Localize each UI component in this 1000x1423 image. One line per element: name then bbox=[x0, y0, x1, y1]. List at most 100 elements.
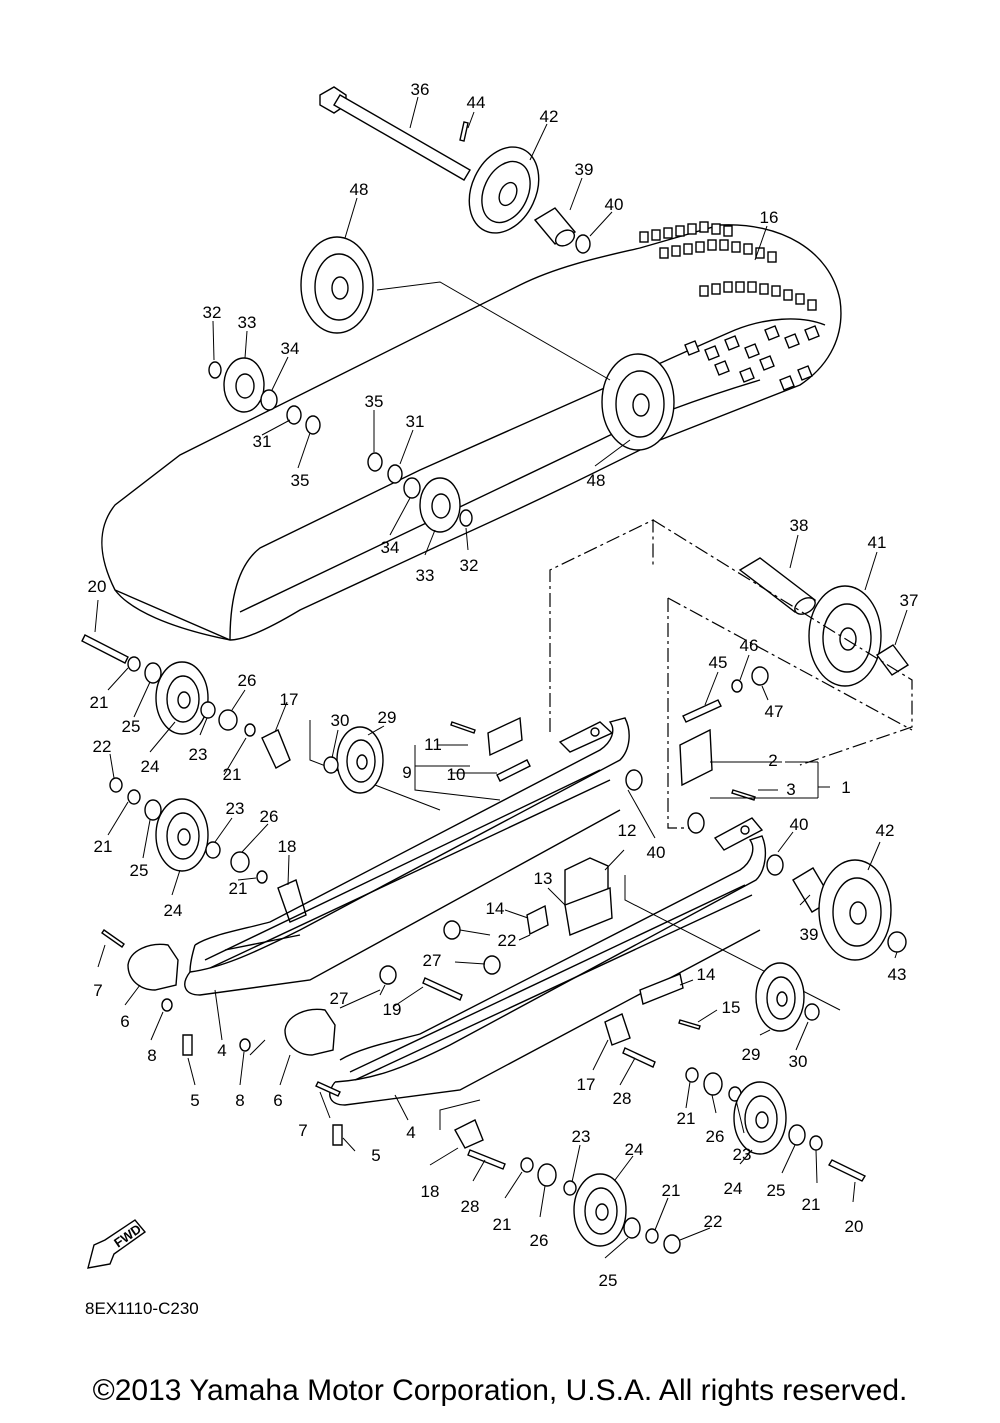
nut-47 bbox=[751, 666, 769, 686]
bracket-10 bbox=[496, 759, 531, 782]
rail-end-plate-right bbox=[713, 817, 764, 851]
bolt-19 bbox=[422, 977, 463, 1001]
washer-40-mid bbox=[687, 812, 705, 834]
callout: 22 bbox=[498, 931, 517, 950]
slide-rail-right bbox=[329, 835, 767, 1106]
callout: 40 bbox=[790, 815, 809, 834]
callout: 27 bbox=[423, 951, 442, 970]
bracket-2 bbox=[679, 728, 713, 787]
bolt-20-right bbox=[828, 1159, 866, 1182]
wheel-29-left bbox=[323, 726, 384, 794]
callout: 28 bbox=[613, 1089, 632, 1108]
callout: 18 bbox=[278, 837, 297, 856]
callout: 14 bbox=[486, 899, 505, 918]
callout: 47 bbox=[765, 702, 784, 721]
callout: 31 bbox=[253, 432, 272, 451]
nut-27-right bbox=[483, 955, 501, 975]
callout: 7 bbox=[93, 981, 102, 1000]
callout: 25 bbox=[767, 1181, 786, 1200]
nut-22-mid bbox=[443, 920, 461, 940]
callout: 12 bbox=[618, 821, 637, 840]
callout: 25 bbox=[122, 717, 141, 736]
callout: 8 bbox=[147, 1046, 156, 1065]
rivet-15 bbox=[678, 1019, 701, 1030]
rear-axle-shaft bbox=[319, 86, 471, 181]
callout: 21 bbox=[677, 1109, 696, 1128]
callout: 40 bbox=[647, 843, 666, 862]
callout-numbers: 36 44 42 39 40 48 16 32 33 34 35 31 31 3… bbox=[88, 80, 919, 1290]
washer-8-left bbox=[161, 998, 173, 1012]
callout: 18 bbox=[421, 1182, 440, 1201]
leader-lines bbox=[94, 96, 908, 1259]
callout: 32 bbox=[460, 556, 479, 575]
callout: 24 bbox=[164, 901, 183, 920]
collar-38 bbox=[738, 557, 817, 615]
callout: 5 bbox=[371, 1146, 380, 1165]
arm-bracket-17-right bbox=[604, 1013, 631, 1046]
callout: 43 bbox=[888, 965, 907, 984]
callout: 30 bbox=[331, 711, 350, 730]
callout: 20 bbox=[88, 577, 107, 596]
callout: 34 bbox=[381, 538, 400, 557]
callout: 39 bbox=[575, 160, 594, 179]
callout: 29 bbox=[742, 1045, 761, 1064]
rail-end-plate-left bbox=[558, 721, 614, 753]
stopper-plate-13 bbox=[564, 887, 613, 936]
idler-wheel-48-top bbox=[300, 236, 374, 334]
callout: 39 bbox=[800, 925, 819, 944]
copyright-notice: ©2013 Yamaha Motor Corporation, U.S.A. A… bbox=[92, 1374, 908, 1407]
rail-cap-6-left bbox=[127, 943, 179, 991]
callout: 8 bbox=[235, 1091, 244, 1110]
wheel-41 bbox=[808, 585, 882, 687]
wheel-set-lower-right bbox=[685, 1067, 823, 1155]
bolt-5-right bbox=[332, 1124, 343, 1146]
callout: 24 bbox=[625, 1140, 644, 1159]
small-parts-center bbox=[367, 452, 473, 533]
callout: 21 bbox=[662, 1181, 681, 1200]
callout: 17 bbox=[280, 690, 299, 709]
callout: 10 bbox=[447, 765, 466, 784]
callout: 38 bbox=[790, 516, 809, 535]
washer-40-right bbox=[766, 854, 784, 876]
callout: 21 bbox=[802, 1195, 821, 1214]
callout: 17 bbox=[577, 1075, 596, 1094]
callout: 2 bbox=[768, 751, 777, 770]
wheel-set-upper-left bbox=[127, 656, 256, 737]
callout: 7 bbox=[298, 1121, 307, 1140]
stopper-block-14-right bbox=[639, 973, 684, 1005]
callout: 25 bbox=[130, 861, 149, 880]
washer-40-top bbox=[575, 234, 591, 254]
callout: 44 bbox=[467, 93, 486, 112]
callout: 21 bbox=[90, 693, 109, 712]
pin-7-right bbox=[315, 1081, 341, 1097]
callout: 24 bbox=[141, 757, 160, 776]
bolt-28-right bbox=[622, 1047, 656, 1068]
callout: 22 bbox=[704, 1212, 723, 1231]
callout: 29 bbox=[378, 708, 397, 727]
callout: 40 bbox=[605, 195, 624, 214]
callout: 37 bbox=[900, 591, 919, 610]
small-parts-left bbox=[208, 357, 321, 435]
stopper-block-14-left bbox=[526, 904, 549, 936]
callout: 35 bbox=[291, 471, 310, 490]
washer-8-right bbox=[239, 1038, 251, 1052]
callout: 25 bbox=[599, 1271, 618, 1290]
callout: 41 bbox=[868, 533, 887, 552]
callout: 45 bbox=[709, 653, 728, 672]
callout: 23 bbox=[226, 799, 245, 818]
callout: 34 bbox=[281, 339, 300, 358]
callout: 13 bbox=[534, 869, 553, 888]
nut-27-left bbox=[379, 965, 397, 985]
nut-43 bbox=[887, 931, 907, 953]
callout: 26 bbox=[530, 1231, 549, 1250]
callout: 28 bbox=[461, 1197, 480, 1216]
callout: 42 bbox=[540, 107, 559, 126]
callout: 26 bbox=[706, 1127, 725, 1146]
callout: 3 bbox=[786, 780, 795, 799]
callout: 33 bbox=[238, 313, 257, 332]
callout: 26 bbox=[260, 807, 279, 826]
callout: 30 bbox=[789, 1052, 808, 1071]
rivet-11 bbox=[450, 721, 476, 734]
washer-46 bbox=[731, 679, 743, 693]
